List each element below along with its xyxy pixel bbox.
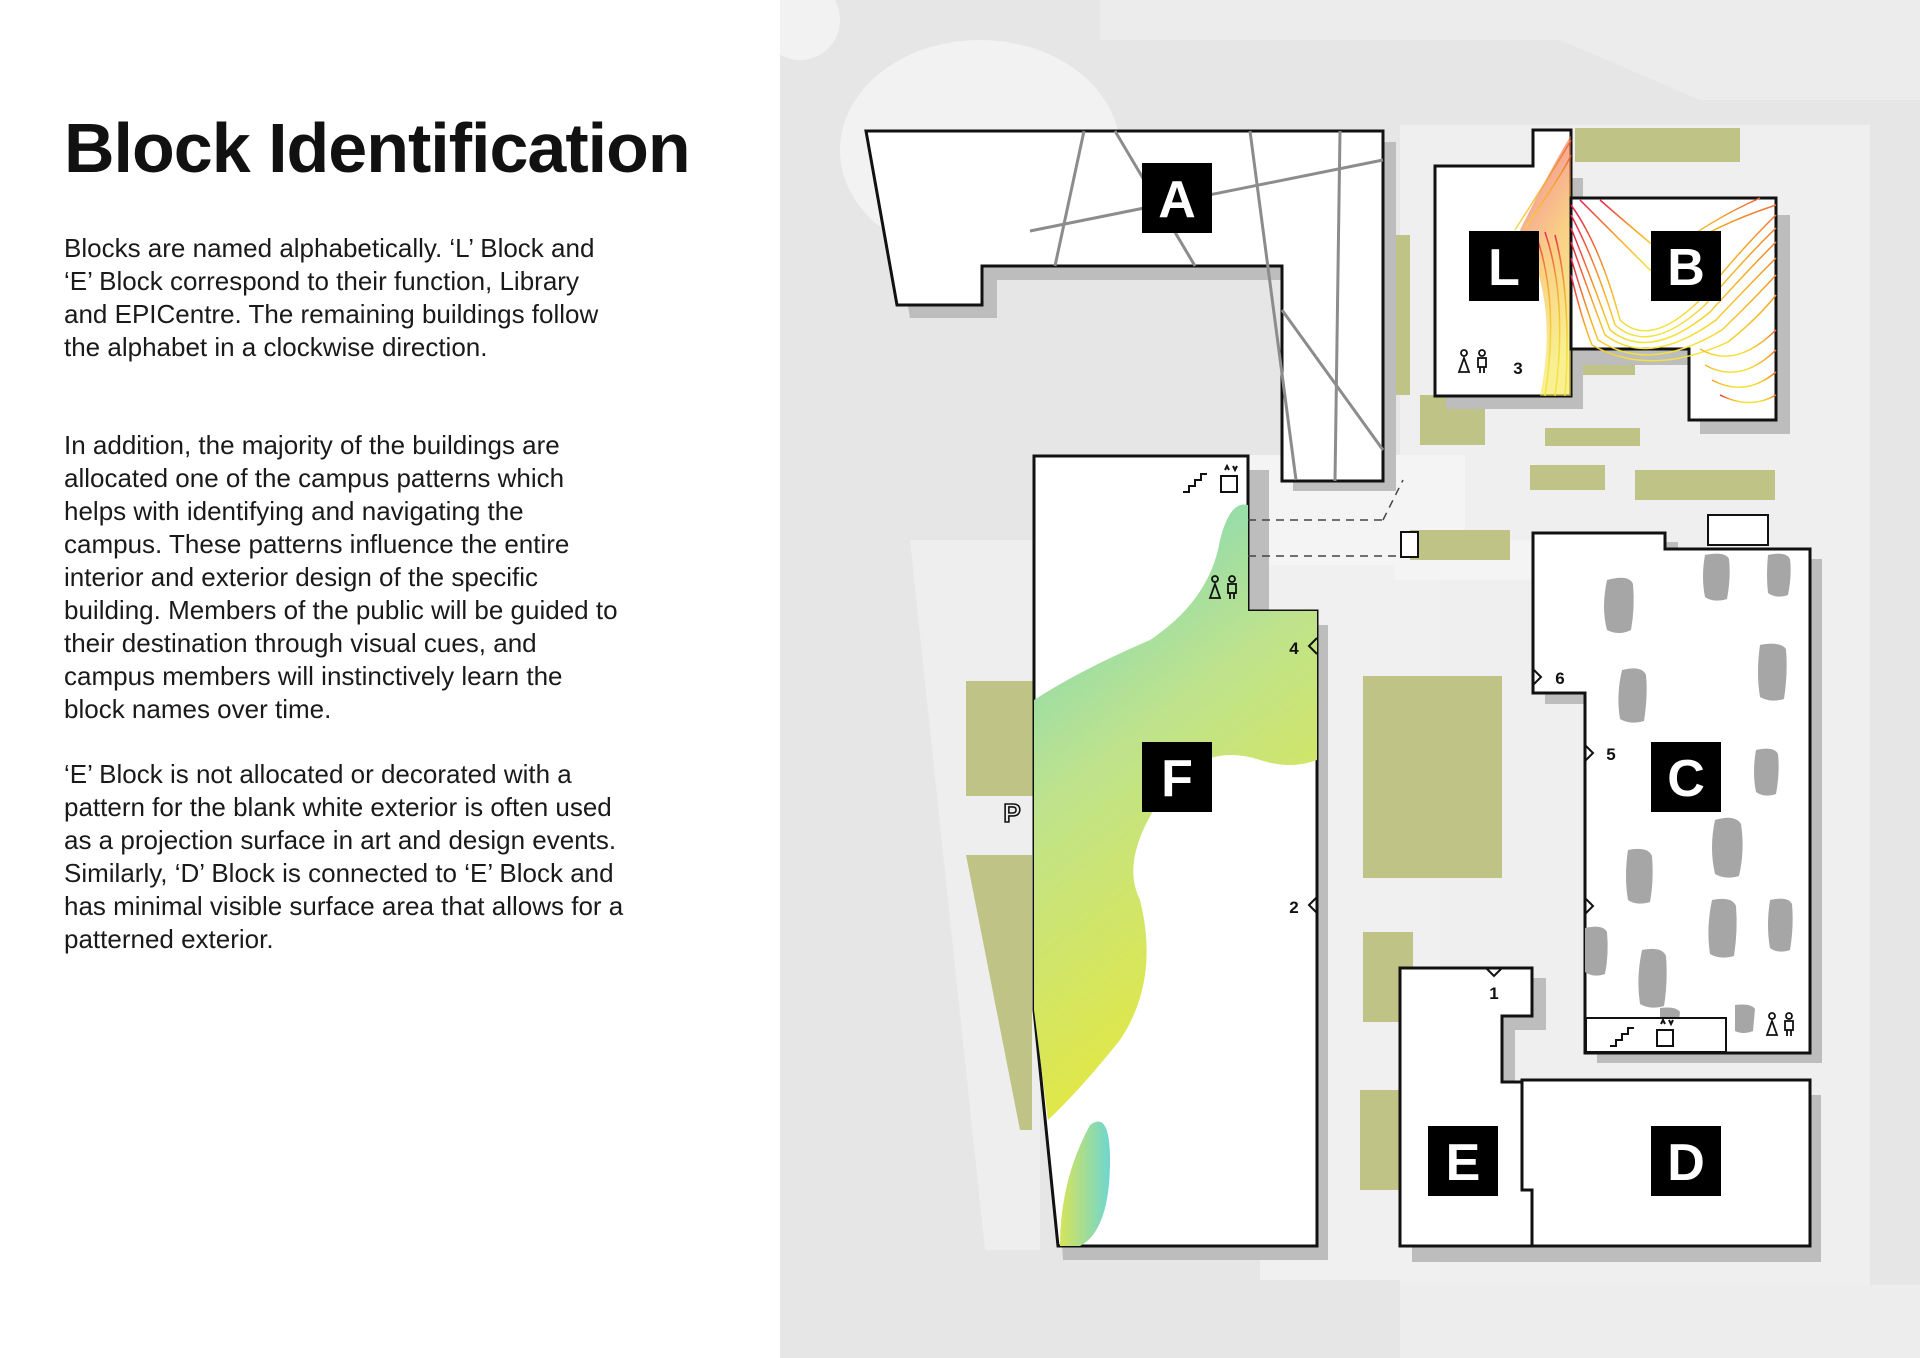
block-e[interactable]: E 1 xyxy=(1398,966,1534,1248)
toilets-icon xyxy=(1208,575,1237,599)
block-f-label xyxy=(1142,742,1212,812)
block-b-label xyxy=(1651,231,1721,301)
block-c[interactable]: C 6 5 xyxy=(1531,531,1812,1055)
block-l[interactable]: L 3 xyxy=(1433,128,1573,398)
block-a[interactable]: A xyxy=(864,129,1385,483)
block-b-letter: B xyxy=(1667,239,1705,297)
block-d-letter: D xyxy=(1667,1134,1705,1192)
c-block-pattern xyxy=(1585,553,1793,1034)
entrance-6-marker xyxy=(1532,668,1543,686)
intro-paragraph: Blocks are named alphabetically. ‘L’ Blo… xyxy=(64,233,599,362)
block-a-label xyxy=(1142,163,1212,233)
entrance-6-number: 6 xyxy=(1555,669,1564,688)
parking-label: P xyxy=(1003,798,1020,828)
block-c-label xyxy=(1651,742,1721,812)
campus-map[interactable]: A L 3 xyxy=(780,0,1920,1358)
block-f[interactable]: F 4 2 xyxy=(1032,454,1319,1248)
entrance-3-number: 3 xyxy=(1513,359,1522,378)
text-panel: Block Identification Blocks are named al… xyxy=(0,0,780,1358)
bridge-landing xyxy=(1400,531,1419,558)
stair-landing xyxy=(1707,514,1769,546)
walkways xyxy=(1248,479,1404,557)
stairs-icon xyxy=(1183,473,1207,493)
stairs-icon xyxy=(1610,1027,1634,1047)
lift-icon xyxy=(1220,463,1238,493)
toilets-icon xyxy=(1457,349,1487,373)
entrance-5-number: 5 xyxy=(1606,745,1615,764)
block-f-letter: F xyxy=(1161,750,1193,808)
grass-areas xyxy=(966,128,1775,1190)
block-c-letter: C xyxy=(1667,750,1705,808)
entrance-5-marker xyxy=(1584,744,1595,762)
entrance-2-marker xyxy=(1307,896,1318,914)
entrance-4-marker xyxy=(1307,637,1318,655)
block-b[interactable]: B xyxy=(1569,196,1778,422)
block-a-letter: A xyxy=(1158,171,1196,229)
patterns-paragraph: In addition, the majority of the buildin… xyxy=(64,430,618,724)
page-title: Block Identification xyxy=(64,109,691,187)
block-d-label xyxy=(1651,1126,1721,1196)
parking-icon[interactable]: P xyxy=(1003,797,1022,829)
entrance-4-number: 4 xyxy=(1289,639,1299,658)
e-block-paragraph: ‘E’ Block is not allocated or decorated … xyxy=(64,759,624,954)
side-entrance-marker xyxy=(1584,897,1595,915)
block-e-label xyxy=(1428,1126,1498,1196)
entrance-1-number: 1 xyxy=(1489,984,1498,1003)
toilets-icon xyxy=(1765,1012,1794,1036)
entrance-1-marker xyxy=(1485,967,1503,978)
block-l-letter: L xyxy=(1488,239,1520,297)
block-l-label xyxy=(1469,231,1539,301)
entrance-2-number: 2 xyxy=(1289,898,1298,917)
block-e-letter: E xyxy=(1446,1134,1481,1192)
lift-icon xyxy=(1656,1017,1674,1047)
block-d[interactable]: D xyxy=(1520,1078,1812,1248)
